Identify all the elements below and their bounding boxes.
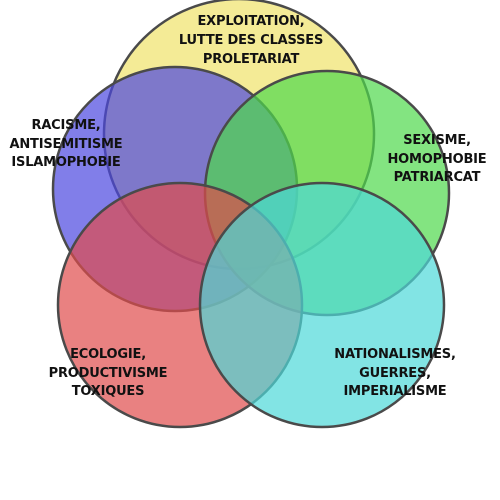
label-racisme-line-3: ISLAMOPHOBIE: [11, 155, 120, 170]
label-ecologie-line-2: PRODUCTIVISME: [49, 366, 168, 381]
label-sexisme: SEXISME, HOMOPHOBIE PATRIARCAT: [387, 133, 486, 185]
label-sexisme-line-1: SEXISME,: [403, 133, 471, 148]
label-ecologie-line-1: ECOLOGIE,: [70, 347, 146, 362]
label-racisme-line-1: RACISME,: [32, 118, 101, 133]
label-sexisme-line-3: PATRIARCAT: [394, 170, 481, 185]
label-racisme: RACISME, ANTISEMITISME ISLAMOPHOBIE: [10, 118, 123, 170]
label-exploitation-line-2: LUTTE DES CLASSES: [179, 33, 323, 48]
label-exploitation: EXPLOITATION, LUTTE DES CLASSES PROLETAR…: [179, 14, 323, 67]
label-nationalismes: NATIONALISMES, GUERRES, IMPERIALISME: [334, 347, 456, 399]
label-exploitation-line-1: EXPLOITATION,: [197, 14, 304, 29]
label-exploitation-line-3: PROLETARIAT: [203, 52, 300, 67]
label-nationalismes-line-1: NATIONALISMES,: [334, 347, 455, 362]
label-ecologie: ECOLOGIE, PRODUCTIVISME TOXIQUES: [49, 347, 168, 399]
label-nationalismes-line-2: GUERRES,: [359, 366, 431, 381]
circle-nationalismes: [198, 181, 446, 429]
label-nationalismes-line-3: IMPERIALISME: [344, 384, 447, 399]
label-racisme-line-2: ANTISEMITISME: [10, 137, 123, 152]
label-sexisme-line-2: HOMOPHOBIE: [387, 152, 486, 167]
venn-circles: [51, 0, 451, 429]
label-ecologie-line-3: TOXIQUES: [72, 384, 145, 399]
